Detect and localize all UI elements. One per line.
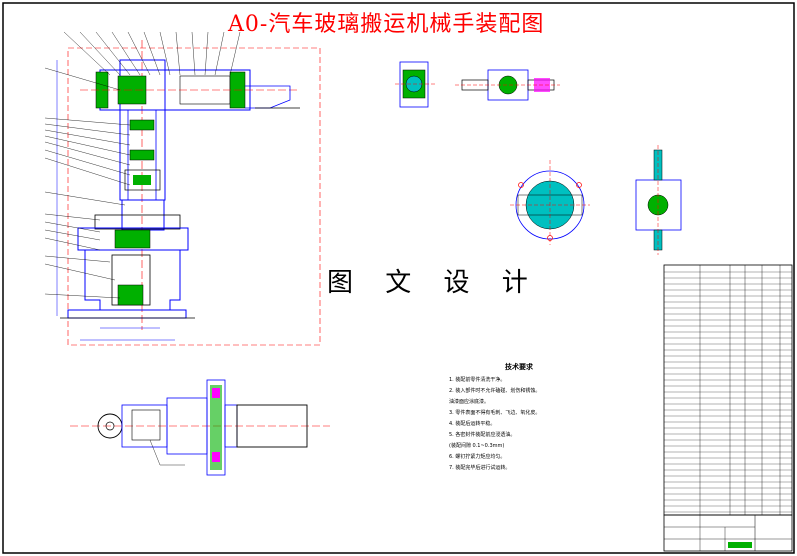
tech-requirements-list: 1. 装配前零件清洗干净。 2. 装入部件时不允许磕碰、划伤和锈蚀。 油漆面应涂…: [449, 375, 639, 474]
tech-requirements-heading: 技术要求: [505, 363, 533, 371]
tech-note: 5. 各密封件装配前应浸透油。: [449, 432, 516, 438]
main-elevation-view: [44, 31, 321, 346]
tech-note: (装配间隙 0.1~0.3mm): [449, 443, 505, 449]
parts-list-table: [663, 264, 793, 516]
watermark-text: 图 文 设 计: [327, 268, 540, 298]
section-view-top-left: [395, 61, 435, 108]
tech-note: 4. 装配后运转平稳。: [449, 421, 496, 427]
tech-note: 1. 装配前零件清洗干净。: [449, 377, 506, 383]
tech-note: 7. 装配完毕后进行试运转。: [449, 465, 511, 471]
drawing-title: A0-汽车玻璃搬运机械手装配图: [228, 12, 545, 37]
tech-note: 3. 零件表面不得有毛刺、飞边、氧化皮。: [449, 410, 541, 416]
flange-view: [510, 160, 590, 245]
tech-note: 6. 螺钉拧紧力矩应均匀。: [449, 454, 506, 460]
tech-note: 2. 装入部件时不允许磕碰、划伤和锈蚀。: [449, 388, 541, 394]
tech-note: 油漆面应涂底漆。: [449, 399, 490, 405]
plan-view: [70, 379, 330, 476]
gripper-side-view: [635, 145, 682, 255]
section-view-top-right: [455, 69, 560, 101]
title-block: [663, 514, 793, 552]
